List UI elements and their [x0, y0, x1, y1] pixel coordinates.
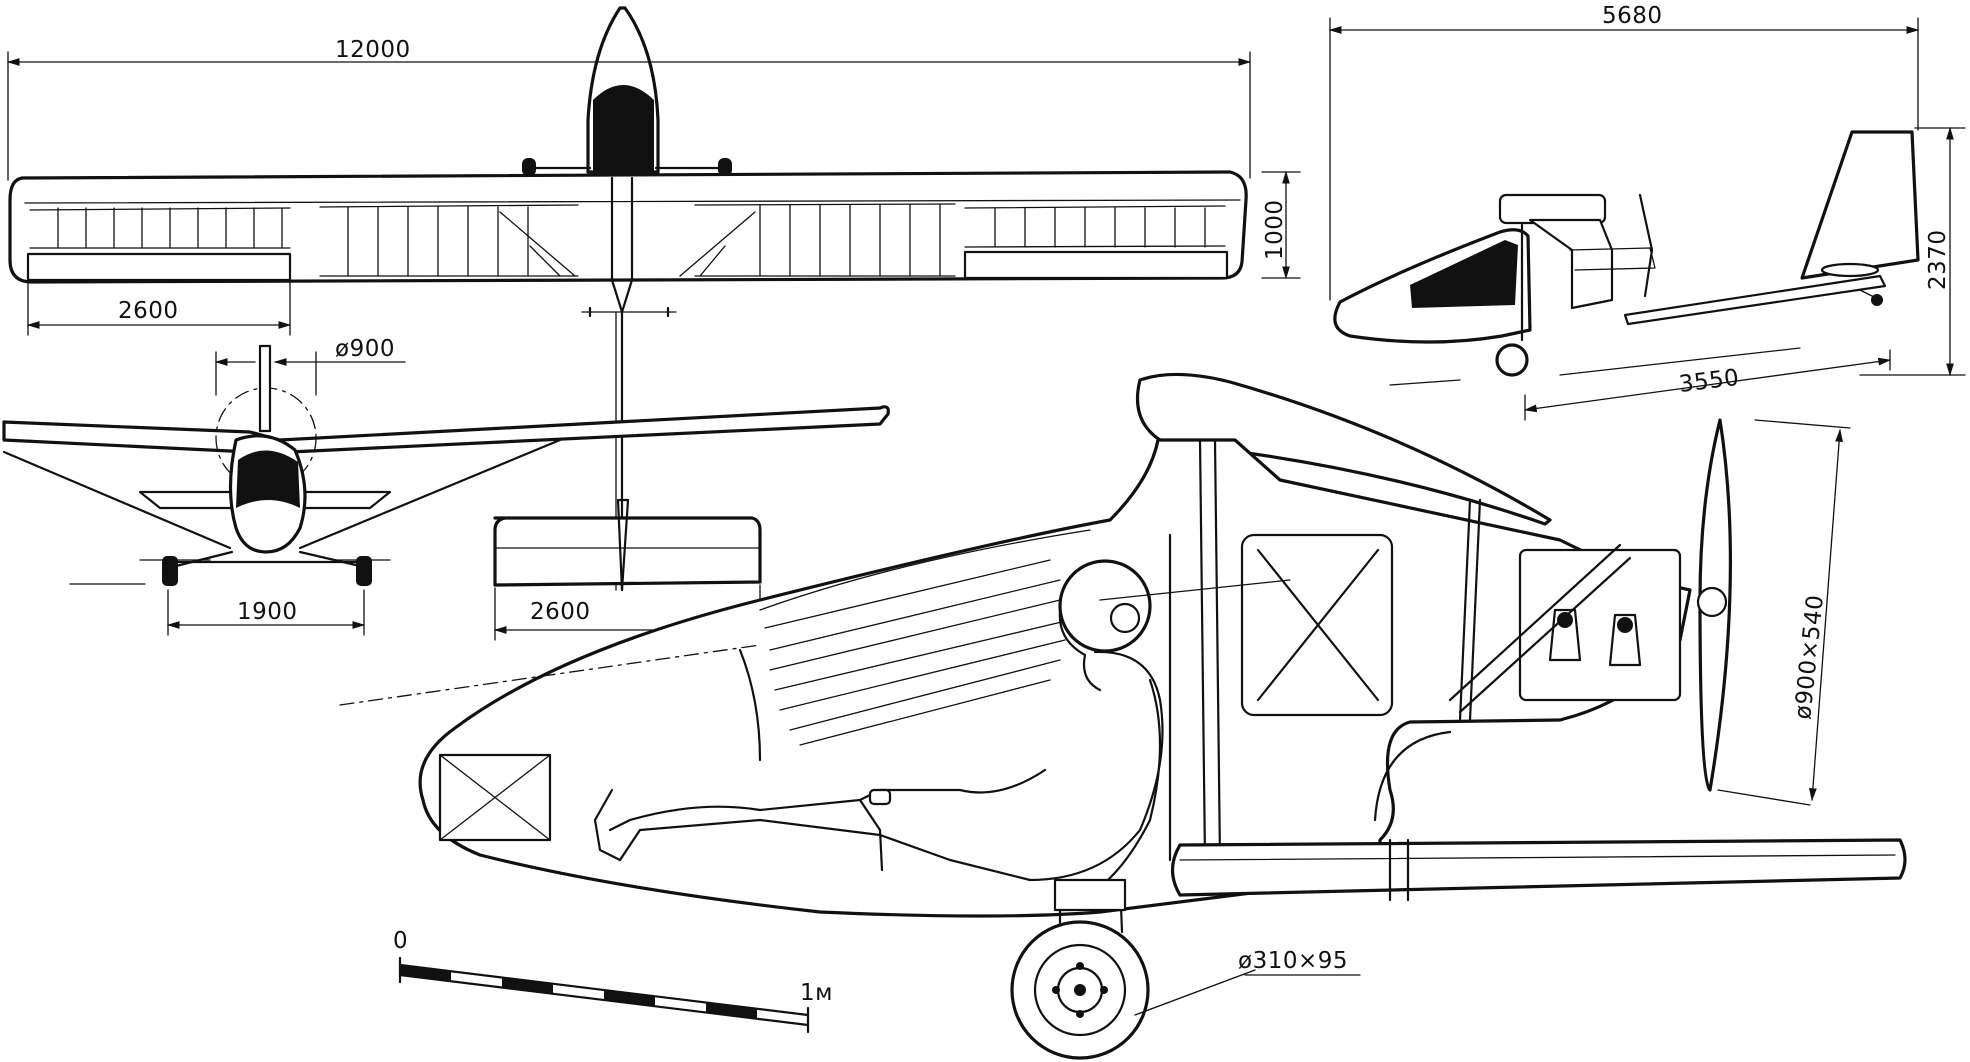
- scale-bar-start-label: 0: [393, 928, 408, 954]
- front-view-dimensions: [166, 351, 406, 636]
- small-side-view-dimensions: [1328, 17, 1966, 421]
- left-wing-ribs: [29, 203, 1226, 277]
- small-side-view: [1333, 130, 1920, 377]
- scale-bar-end-label: 1м: [800, 980, 833, 1006]
- overall-height-label: 2370: [1925, 229, 1951, 290]
- canopy-hatching: [759, 529, 1091, 746]
- engine: [1518, 548, 1682, 702]
- wingspan-label: 12000: [335, 37, 411, 63]
- scale-bar: [398, 956, 810, 1034]
- pilot-helmet: [1058, 559, 1152, 653]
- tail-boom: [1170, 838, 1907, 897]
- pilot-body: [618, 650, 1164, 882]
- cutaway-dimensions: [1134, 419, 1851, 1016]
- wheel-track-label: 1900: [237, 599, 298, 625]
- main-wheel: [1010, 878, 1150, 1060]
- front-view: [2, 344, 890, 586]
- wheel-size-label: ø310×95: [1238, 948, 1348, 974]
- cutaway-side-view: [339, 372, 1907, 1060]
- prop-diameter-front-label: ø900: [335, 336, 395, 362]
- top-view-dimensions: [6, 51, 1301, 641]
- wing-chord-label: 1000: [1262, 199, 1288, 260]
- wheelbase-label: 3550: [1678, 365, 1741, 398]
- stabilizer-span-label: 2600: [530, 599, 591, 625]
- overall-length-label: 5680: [1602, 3, 1663, 29]
- top-view-stabilizer: [493, 516, 762, 587]
- aileron-span-label: 2600: [118, 298, 179, 324]
- top-view: [8, 6, 1248, 592]
